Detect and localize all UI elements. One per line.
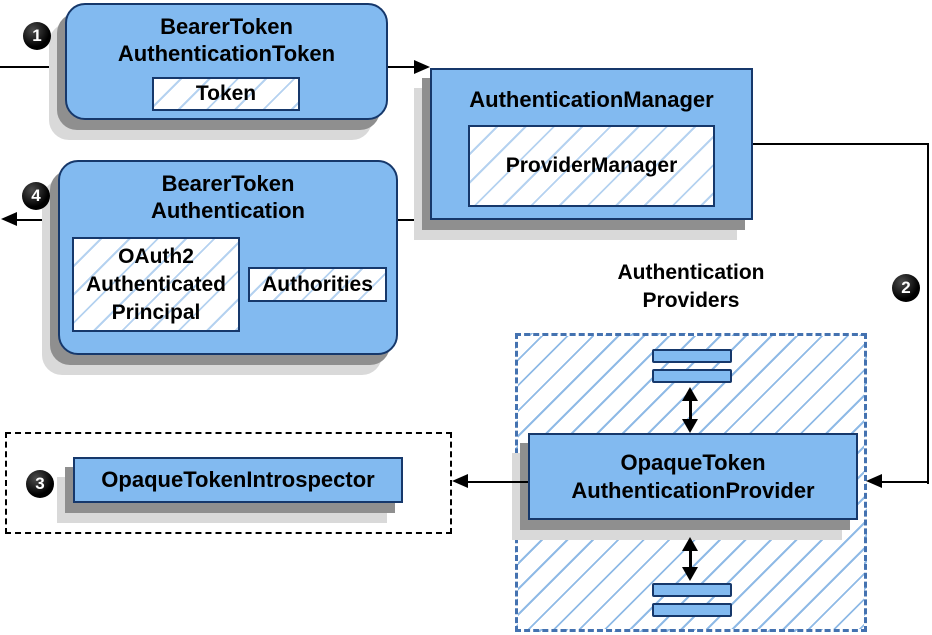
node-title: AuthenticationManager [469, 87, 714, 112]
node-bearer-token-authentication: BearerToken Authentication OAuth2 Authen… [58, 160, 398, 355]
node-title: OpaqueTokenIntrospector [101, 467, 375, 492]
double-arrow-up-icon [682, 537, 698, 551]
provider-slot-bar [652, 369, 732, 383]
connector-manager-to-authentication [398, 219, 430, 221]
provider-slot-bar [652, 583, 732, 597]
badge-step-2: 2 [892, 274, 920, 302]
connector-provider-to-introspector [466, 481, 528, 483]
badge-step-3: 3 [26, 470, 54, 498]
token-label: Token [195, 82, 257, 105]
badge-step-1: 1 [23, 22, 51, 50]
connector-step4-out [14, 219, 58, 221]
arrowhead-into-manager-icon [414, 60, 430, 74]
authorities-box: Authorities [248, 267, 387, 302]
connector-step2-top [753, 143, 929, 145]
opaque-token-introspector-frame [5, 432, 452, 534]
connector-token-to-manager [388, 66, 417, 68]
double-arrow-down-icon [682, 419, 698, 433]
token-box: Token [152, 77, 300, 111]
node-opaque-token-authentication-provider: OpaqueToken AuthenticationProvider [528, 433, 858, 520]
provider-manager-box: ProviderManager [468, 125, 715, 207]
node-authentication-manager: AuthenticationManager ProviderManager [430, 68, 753, 220]
node-title: BearerToken AuthenticationToken [117, 14, 336, 66]
double-arrow-down-icon [682, 567, 698, 581]
arrowhead-into-introspector-icon [452, 474, 468, 488]
node-title: BearerToken Authentication [151, 171, 305, 223]
authentication-providers-container: OpaqueToken AuthenticationProvider [515, 333, 867, 632]
authentication-providers-label: Authentication Providers [617, 261, 765, 312]
provider-manager-label: ProviderManager [505, 154, 678, 177]
authorities-label: Authorities [262, 272, 373, 296]
arrowhead-into-provider-icon [866, 474, 882, 488]
oauth2-authenticated-principal-box: OAuth2 Authenticated Principal [72, 237, 240, 332]
connector-request-in [0, 66, 65, 68]
node-title: OpaqueToken AuthenticationProvider [571, 449, 815, 503]
double-arrow-up-icon [682, 387, 698, 401]
node-opaque-token-introspector: OpaqueTokenIntrospector [73, 457, 403, 503]
provider-slot-bar [652, 603, 732, 617]
node-bearer-token-authentication-token: BearerToken AuthenticationToken Token [65, 3, 388, 120]
oauth2-authenticated-principal-label: OAuth2 Authenticated Principal [85, 244, 226, 324]
badge-step-4: 4 [22, 182, 50, 210]
arrowhead-step4-out-icon [1, 212, 17, 226]
connector-step2-bottom [880, 481, 929, 483]
double-arrow-shaft [689, 549, 692, 569]
provider-slot-bar [652, 349, 732, 363]
connector-step2-vertical [927, 143, 929, 484]
double-arrow-shaft [689, 399, 692, 421]
